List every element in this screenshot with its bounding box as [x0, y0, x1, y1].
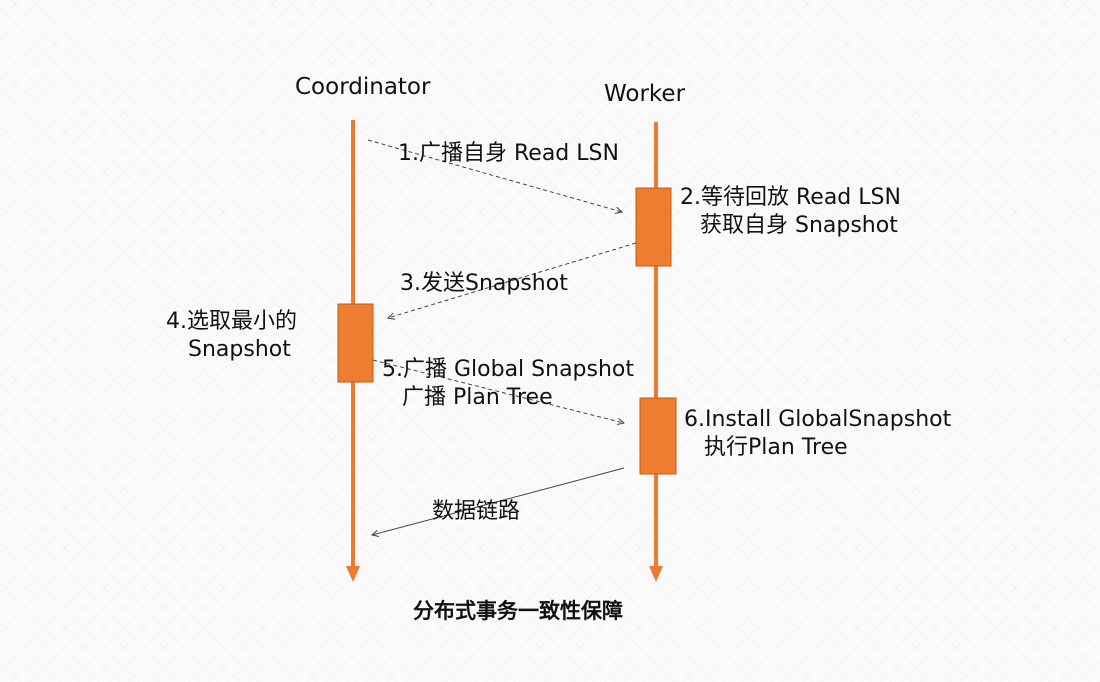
step2-line2: 获取自身 Snapshot: [700, 213, 898, 238]
worker-lifeline-arrowhead: [649, 566, 663, 582]
coordinator-activation-min-snapshot: [337, 303, 374, 383]
message-data-link: [372, 467, 625, 535]
step2-label: 2.等待回放 Read LSN 获取自身 Snapshot: [680, 184, 901, 240]
step4-label: 4.选取最小的 Snapshot: [166, 308, 297, 364]
step4-line2: Snapshot: [188, 337, 291, 362]
message-send-snapshot: [388, 242, 637, 318]
step6-line2: 执行Plan Tree: [704, 435, 848, 460]
step5-line2: 广播 Plan Tree: [402, 385, 553, 410]
message-broadcast-read-lsn: [367, 139, 622, 212]
worker-label: Worker: [604, 81, 686, 107]
worker-activation-install: [639, 397, 677, 475]
worker-activation-snapshot: [635, 187, 672, 267]
data-link-label: 数据链路: [432, 499, 521, 524]
step5-line1: 5.广播 Global Snapshot: [382, 357, 635, 382]
coordinator-lifeline-arrowhead: [346, 566, 360, 582]
diagram-caption: 分布式事务一致性保障: [413, 599, 623, 623]
message-broadcast-global-snapshot: [372, 359, 624, 423]
step1-label: 1.广播自身 Read LSN: [398, 141, 619, 166]
step5-label: 5.广播 Global Snapshot 广播 Plan Tree: [382, 356, 634, 412]
step4-line1: 4.选取最小的: [166, 309, 297, 334]
coordinator-label: Coordinator: [295, 74, 431, 100]
step2-line1: 2.等待回放 Read LSN: [680, 185, 901, 210]
step3-label: 3.发送Snapshot: [400, 271, 568, 296]
step6-line1: 6.Install GlobalSnapshot: [684, 407, 952, 432]
step6-label: 6.Install GlobalSnapshot 执行Plan Tree: [684, 406, 951, 462]
